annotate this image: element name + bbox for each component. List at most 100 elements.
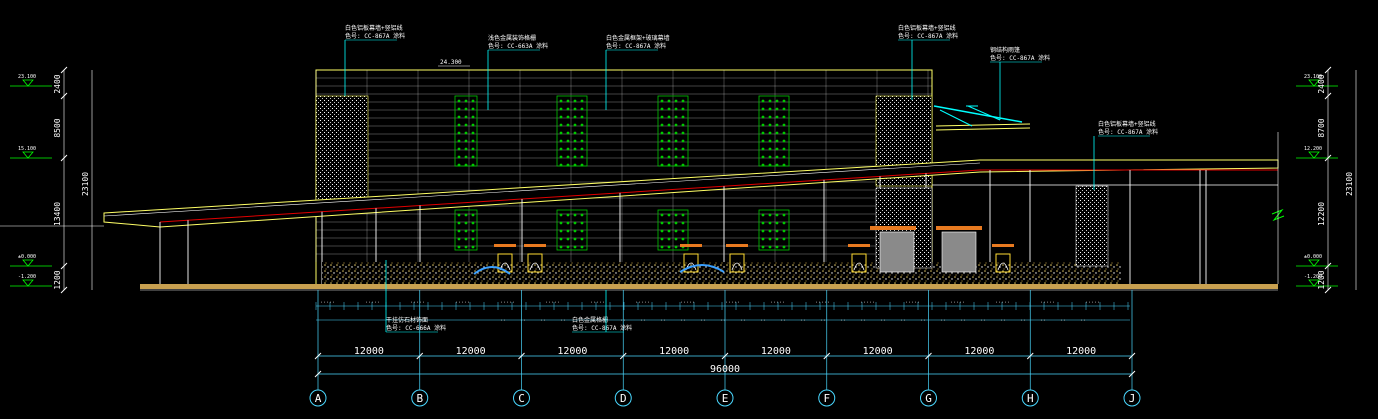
dim-tick [314, 352, 322, 360]
dim-tick [1128, 352, 1136, 360]
gate-arch [731, 262, 743, 271]
dim-tick [619, 352, 627, 360]
callout-code: 色号: CC-666A 涂料 [386, 324, 446, 332]
axis-label-G: G [925, 392, 932, 405]
level-triangle [1308, 79, 1320, 87]
decorative-gates [473, 244, 1014, 275]
level-label: 23.100 [1304, 74, 1322, 80]
dim-tick-text: ·· [740, 318, 746, 324]
dim-tick [1324, 92, 1332, 100]
level-label: ±0.000 [18, 254, 36, 260]
dim-tick-text: ····· [410, 300, 425, 306]
dim-tick-text: ·· [1000, 318, 1006, 324]
level-triangle [22, 259, 34, 267]
dim-tick-text: ·· [860, 318, 866, 324]
side-dim: 1200 [1317, 270, 1326, 289]
callout-code: 色号: CC-867A 涂料 [572, 324, 632, 332]
callout-code: 色号: CC-867A 涂料 [990, 54, 1050, 62]
axis-label-D: D [620, 392, 627, 405]
axis-label-B: B [416, 392, 423, 405]
dim-tick [1324, 262, 1332, 270]
gate-frame [851, 253, 867, 273]
dim-tick [60, 286, 68, 294]
axis-bubble [513, 389, 530, 407]
gate-arch [529, 262, 541, 271]
dim-tick-text: ·· [980, 318, 986, 324]
side-dim: 13400 [53, 202, 62, 226]
dim-tick-text: ·· [1060, 318, 1066, 324]
dim-tick-text: ·· [1020, 318, 1026, 324]
span-dimension: 12000 [1066, 346, 1096, 357]
dim-tick-text: ····· [365, 300, 380, 306]
dim-tick [721, 352, 729, 360]
door-right [941, 231, 977, 273]
dim-tick-text: ·· [820, 318, 826, 324]
side-dim: 1200 [53, 270, 62, 289]
callout-code: 色号: CC-867A 涂料 [345, 32, 405, 40]
side-dim: 23100 [1345, 172, 1354, 196]
steel-canopy [933, 105, 1031, 131]
dim-tick-text: ····· [500, 300, 515, 306]
dim-tick [518, 352, 525, 360]
span-dimension: 12000 [863, 346, 893, 357]
dim-tick [60, 66, 68, 74]
dim-tick-text: ·· [940, 318, 946, 324]
dim-tick-text: ·· [680, 318, 686, 324]
gate-cap [680, 244, 702, 247]
side-dim: 2400 [1317, 74, 1326, 93]
dim-tick-text: ····· [725, 300, 740, 306]
gate-cap [848, 244, 870, 247]
span-dimension: 12000 [964, 346, 994, 357]
dim-tick-text: ····· [770, 300, 785, 306]
span-dimension: 12000 [557, 346, 587, 357]
axis-bubble [411, 389, 429, 407]
dim-tick-text: ····· [455, 300, 470, 306]
dim-tick [1324, 154, 1332, 162]
dim-tick-text: ····· [815, 300, 830, 306]
side-dim: 8700 [1317, 118, 1326, 137]
dim-tick [314, 370, 322, 378]
callout-text: 白色铝板幕墙+竖铝线 [1098, 120, 1156, 128]
level-markers: 23.10015.100±0.000-1.2002400850023100134… [10, 66, 1357, 294]
level-triangle [1308, 259, 1320, 267]
side-dim: 12200 [1317, 202, 1326, 226]
total-dimension: 96000 [710, 364, 740, 375]
dim-tick [1128, 370, 1136, 378]
roof-level-label: 24.300 [440, 59, 462, 66]
roof-datum-line [159, 169, 981, 223]
callout-text: 白色铝板幕墙+竖铝线 [898, 24, 956, 32]
span-dimension: 12000 [659, 346, 689, 357]
dim-tick-text: ····· [320, 300, 335, 306]
callout-text: 白色金属格栅 [572, 316, 608, 324]
green-wall-strips [454, 95, 790, 251]
dim-tick-text: ·· [1080, 318, 1086, 324]
door-left [879, 231, 915, 273]
dim-tick-text: ····· [860, 300, 875, 306]
gate-frame [527, 253, 543, 273]
callout-text: 白色金属框架+玻璃幕墙 [606, 34, 670, 42]
dim-tick [1026, 352, 1034, 360]
ground-line [140, 284, 1278, 289]
gate-cap [494, 244, 516, 247]
dim-tick-text: ····· [635, 300, 650, 306]
axis-label-C: C [518, 392, 525, 405]
level-label: 12.200 [1304, 146, 1322, 152]
axis-bubble [309, 389, 327, 407]
level-label: ±0.000 [1304, 254, 1322, 260]
dim-tick-text: ····· [680, 300, 695, 306]
dim-tick-text: ·· [540, 318, 546, 324]
level-triangle [22, 279, 34, 287]
detail-dimension-row: ········································… [315, 300, 1130, 324]
dim-tick-text: ·· [720, 318, 726, 324]
axis-label-H: H [1027, 392, 1034, 405]
level-label: -1.200 [1304, 274, 1322, 280]
dim-tick-text: ·· [640, 318, 646, 324]
dim-tick-text: ····· [905, 300, 920, 306]
dim-tick-text: ·· [920, 318, 926, 324]
callout-text: 白色铝板幕墙+竖铝线 [345, 24, 403, 32]
dim-tick-text: ·· [520, 318, 526, 324]
dim-tick-text: ·· [700, 318, 706, 324]
